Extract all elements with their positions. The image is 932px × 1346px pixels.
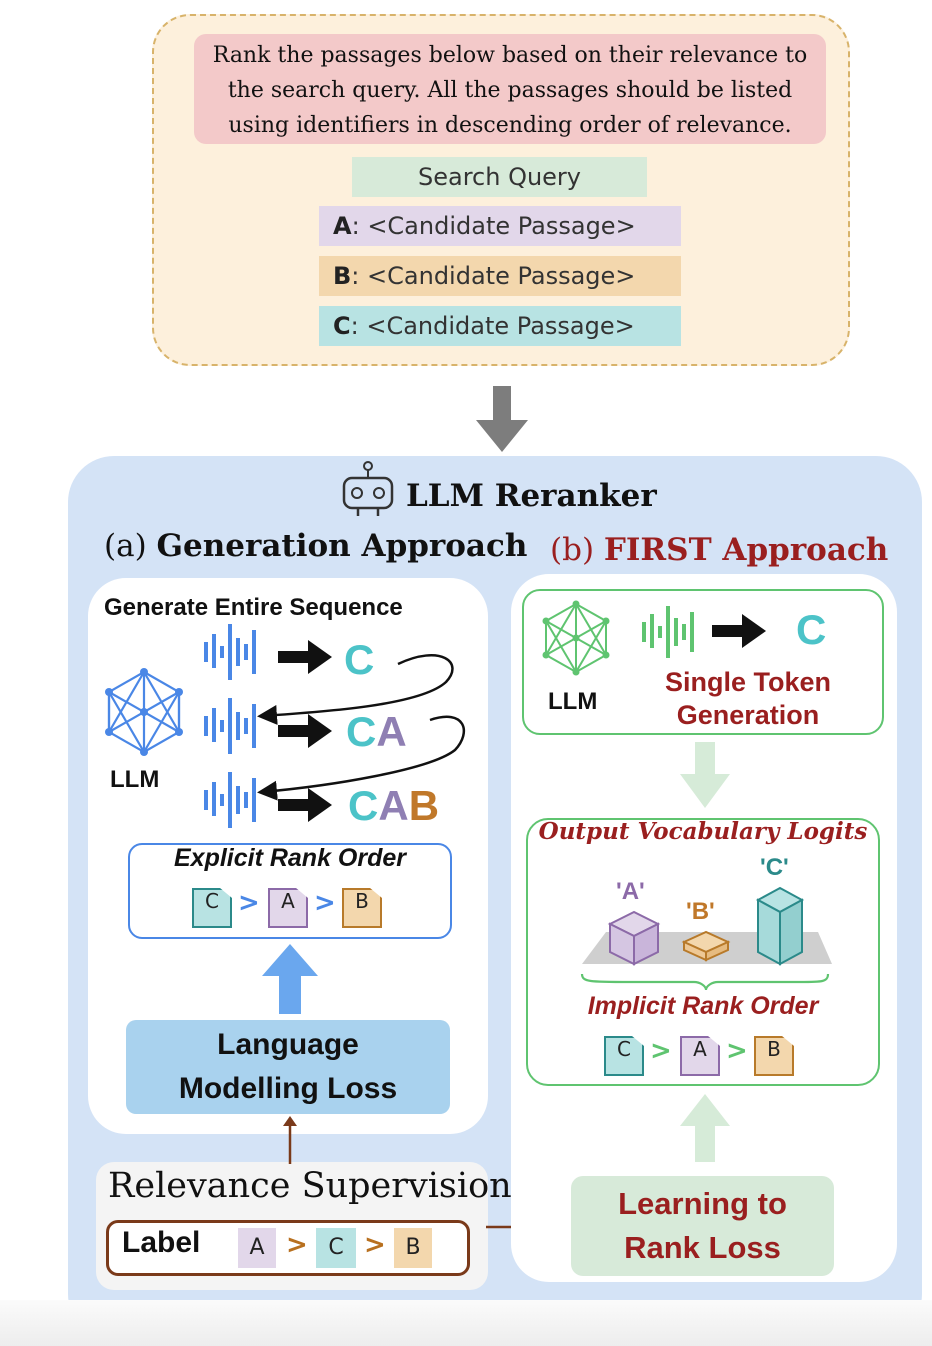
down-arrow-icon xyxy=(680,742,730,808)
greater-than: > xyxy=(364,1230,386,1260)
single-token-generation: Single Token Generation xyxy=(656,666,840,732)
instruction-line: the search query. All the passages shoul… xyxy=(227,78,793,103)
label-chip-c: C xyxy=(316,1228,356,1268)
passage-sep: : xyxy=(351,262,360,290)
llm-network-icon xyxy=(105,668,183,756)
greater-than: > xyxy=(314,888,336,918)
doc-a-icon: A xyxy=(680,1036,720,1076)
explicit-rank-title: Explicit Rank Order xyxy=(173,844,407,872)
learning-to-rank-loss: Learning to Rank Loss xyxy=(571,1176,834,1276)
heading-text: Generation Approach xyxy=(156,528,528,564)
heading-text: FIRST Approach xyxy=(603,532,889,568)
loss-line: Rank Loss xyxy=(624,1230,781,1265)
first-heading: (b) FIRST Approach xyxy=(550,532,888,568)
right-arrow-icon xyxy=(712,614,766,648)
greater-than: > xyxy=(650,1036,672,1066)
passage-id: A xyxy=(333,212,352,240)
heading-prefix: (b) xyxy=(550,532,595,568)
reranker-title: LLM Reranker xyxy=(406,478,657,514)
relevance-supervision-title: Relevance Supervision xyxy=(108,1166,512,1206)
sequence-tokens: CA xyxy=(346,708,407,755)
ranking-instruction: Rank the passages below based on their r… xyxy=(194,34,826,144)
instruction-line: using identifiers in descending order of… xyxy=(228,113,792,138)
greater-than: > xyxy=(238,888,260,918)
doc-b-icon: B xyxy=(342,888,382,928)
implicit-rank-title: Implicit Rank Order xyxy=(587,992,819,1020)
doc-a-icon: A xyxy=(268,888,308,928)
doc-c-icon: C xyxy=(604,1036,644,1076)
generation-heading: (a) Generation Approach xyxy=(104,528,527,564)
sequence-token: C xyxy=(344,636,375,683)
loss-line: Modelling Loss xyxy=(178,1072,398,1105)
candidate-passage-c: C: <Candidate Passage> xyxy=(319,306,681,346)
flow-arrow-icon xyxy=(476,386,528,452)
waveform-icon xyxy=(642,606,694,658)
supervision-up-arrow xyxy=(283,1116,297,1164)
logit-bars xyxy=(580,886,832,990)
logit-bar-b xyxy=(681,930,731,962)
loss-line: Language xyxy=(217,1028,359,1061)
right-arrow-icon xyxy=(278,640,332,674)
sequence-token: B xyxy=(408,782,440,829)
sequence-tokens: CAB xyxy=(348,782,439,829)
instruction-line: Rank the passages below based on their r… xyxy=(212,43,808,68)
sequence-tokens: C xyxy=(344,636,374,683)
output-sequence-2: CA xyxy=(346,708,407,756)
bar-label-b: 'B' xyxy=(686,898,715,925)
right-arrow-icon xyxy=(278,788,332,822)
llm-network-icon xyxy=(542,600,610,676)
page-bottom-strip xyxy=(0,1300,932,1346)
passage-id: C xyxy=(333,312,351,340)
output-sequence-1: C xyxy=(344,636,374,684)
single-output-token: C xyxy=(796,606,827,653)
passage-text: <Candidate Passage> xyxy=(367,262,636,290)
up-arrow-icon xyxy=(262,944,318,1014)
logits-title: Output Vocabulary Logits xyxy=(538,818,868,845)
robot-icon xyxy=(342,461,394,516)
label-chip-a: A xyxy=(238,1228,276,1268)
language-modelling-loss: Language Modelling Loss xyxy=(126,1020,450,1114)
autoregressive-loop-arrows xyxy=(257,654,465,801)
greater-than: > xyxy=(726,1036,748,1066)
waveform-icon xyxy=(204,698,256,754)
waveform-icon xyxy=(204,624,256,680)
loss-line: Learning to xyxy=(618,1186,787,1221)
logit-bar-a xyxy=(607,910,661,966)
greater-than: > xyxy=(286,1230,308,1260)
doc-b-icon: B xyxy=(754,1036,794,1076)
passage-text: <Candidate Passage> xyxy=(367,212,636,240)
heading-prefix: (a) xyxy=(104,528,147,564)
waveform-icon xyxy=(204,772,256,828)
label-chip-b: B xyxy=(394,1228,432,1268)
passage-sep: : xyxy=(350,312,359,340)
bar-label-c: 'C' xyxy=(760,854,789,881)
llm-label: LLM xyxy=(110,766,160,793)
output-sequence-3: CAB xyxy=(348,782,439,830)
logit-bar-c xyxy=(755,886,805,966)
doc-c-icon: C xyxy=(192,888,232,928)
sequence-token: A xyxy=(376,708,407,755)
passage-id: B xyxy=(333,262,352,290)
right-arrow-icon xyxy=(278,714,332,748)
search-query-pill: Search Query xyxy=(352,157,647,197)
sequence-token: C xyxy=(348,782,379,829)
up-arrow-icon xyxy=(680,1094,730,1162)
passage-text: <Candidate Passage> xyxy=(366,312,635,340)
generate-sequence-title: Generate Entire Sequence xyxy=(104,594,403,621)
bar-label-a: 'A' xyxy=(616,878,645,905)
candidate-passage-b: B: <Candidate Passage> xyxy=(319,256,681,296)
sequence-token: C xyxy=(346,708,377,755)
passage-sep: : xyxy=(351,212,360,240)
gen-line: Single Token xyxy=(664,667,832,697)
sequence-token: A xyxy=(378,782,409,829)
llm-label: LLM xyxy=(548,688,598,715)
label-text: Label xyxy=(122,1226,201,1259)
gen-line: Generation xyxy=(676,700,820,730)
candidate-passage-a: A: <Candidate Passage> xyxy=(319,206,681,246)
